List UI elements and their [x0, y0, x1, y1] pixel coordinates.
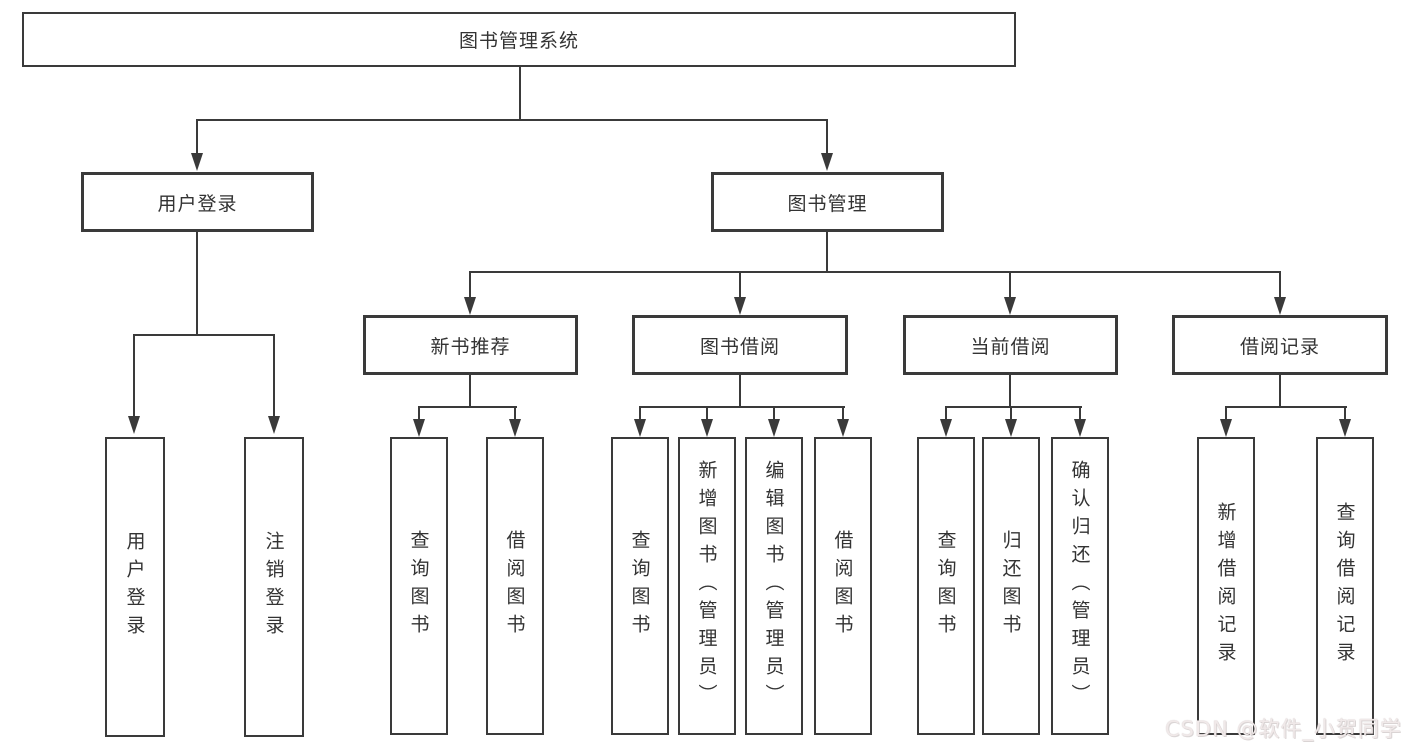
leaf-user-login: 用户登录	[105, 437, 165, 737]
arrow-down-icon	[1339, 419, 1351, 437]
connector-line	[469, 271, 1281, 273]
node-current-borrowing: 当前借阅	[903, 315, 1118, 375]
connector-line	[1279, 375, 1281, 407]
connector-line	[418, 406, 517, 408]
connector-line	[706, 406, 708, 420]
connector-line	[945, 406, 947, 420]
node-label: 图书管理系统	[458, 30, 579, 52]
arrow-down-icon	[701, 419, 713, 437]
leaf-label: 查询图书	[934, 530, 957, 642]
leaf-edit-book-admin: 编辑图书（管理员）	[745, 437, 803, 735]
leaf-borrow-books-borrowing: 借阅图书	[814, 437, 872, 735]
arrow-down-icon	[1005, 419, 1017, 437]
node-new-book-recommend: 新书推荐	[363, 315, 578, 375]
connector-line	[1225, 406, 1227, 420]
connector-line	[1010, 406, 1012, 420]
node-label: 当前借阅	[970, 335, 1051, 358]
leaf-logout-login: 注销登录	[244, 437, 304, 737]
leaf-label: 查询图书	[628, 530, 651, 642]
connector-line	[1009, 271, 1011, 297]
node-label: 新书推荐	[430, 335, 511, 358]
arrow-down-icon	[268, 416, 280, 434]
arrow-down-icon	[940, 419, 952, 437]
connector-line	[639, 406, 845, 408]
connector-line	[469, 375, 471, 407]
leaf-query-borrow-record: 查询借阅记录	[1316, 437, 1374, 735]
arrow-down-icon	[413, 419, 425, 437]
arrow-down-icon	[734, 297, 746, 315]
arrow-down-icon	[464, 297, 476, 315]
leaf-label: 编辑图书（管理员）	[762, 460, 785, 712]
arrow-down-icon	[634, 419, 646, 437]
connector-line	[519, 67, 521, 119]
connector-line	[739, 375, 741, 407]
node-label: 图书借阅	[699, 335, 780, 358]
arrow-down-icon	[1220, 419, 1232, 437]
leaf-query-books-current: 查询图书	[917, 437, 975, 735]
node-library-management-system: 图书管理系统	[22, 12, 1016, 67]
arrow-down-icon	[768, 419, 780, 437]
leaf-label: 归还图书	[999, 530, 1022, 642]
connector-line	[514, 406, 516, 420]
node-book-management: 图书管理	[711, 172, 944, 232]
leaf-query-books-recommend: 查询图书	[390, 437, 448, 735]
node-label: 借阅记录	[1239, 335, 1320, 358]
leaf-label: 借阅图书	[831, 530, 854, 642]
connector-line	[1079, 406, 1081, 420]
connector-line	[1279, 271, 1281, 297]
arrow-down-icon	[837, 419, 849, 437]
leaf-label: 新增借阅记录	[1214, 502, 1237, 670]
arrow-down-icon	[1004, 297, 1016, 315]
node-user-login: 用户登录	[81, 172, 314, 232]
connector-line	[739, 271, 741, 297]
arrow-down-icon	[509, 419, 521, 437]
connector-line	[639, 406, 641, 420]
arrow-down-icon	[1074, 419, 1086, 437]
leaf-label: 注销登录	[262, 531, 285, 643]
connector-line	[273, 334, 275, 416]
csdn-watermark: CSDN @软件_小贺同学	[1164, 717, 1402, 741]
connector-line	[826, 232, 828, 272]
connector-line	[945, 406, 1082, 408]
node-label: 用户登录	[157, 192, 238, 215]
connector-line	[133, 334, 275, 336]
leaf-confirm-return-admin: 确认归还（管理员）	[1051, 437, 1109, 735]
leaf-add-book-admin: 新增图书（管理员）	[678, 437, 736, 735]
connector-line	[842, 406, 844, 420]
node-borrowing-records: 借阅记录	[1172, 315, 1388, 375]
connector-line	[1344, 406, 1346, 420]
node-book-borrowing: 图书借阅	[632, 315, 848, 375]
connector-line	[196, 119, 828, 121]
leaf-label: 查询图书	[407, 530, 430, 642]
leaf-label: 确认归还（管理员）	[1068, 460, 1091, 712]
leaf-label: 查询借阅记录	[1333, 502, 1356, 670]
leaf-label: 用户登录	[123, 531, 146, 643]
connector-line	[196, 232, 198, 335]
arrow-down-icon	[821, 153, 833, 171]
connector-line	[826, 119, 828, 155]
arrow-down-icon	[191, 153, 203, 171]
connector-line	[1009, 375, 1011, 407]
leaf-add-borrow-record: 新增借阅记录	[1197, 437, 1255, 735]
node-label: 图书管理	[787, 192, 868, 215]
arrow-down-icon	[128, 416, 140, 434]
arrow-down-icon	[1274, 297, 1286, 315]
leaf-query-books-borrowing: 查询图书	[611, 437, 669, 735]
connector-line	[418, 406, 420, 420]
leaf-borrow-books-recommend: 借阅图书	[486, 437, 544, 735]
connector-line	[773, 406, 775, 420]
leaf-label: 新增图书（管理员）	[695, 460, 718, 712]
connector-line	[469, 271, 471, 297]
connector-line	[196, 119, 198, 155]
connector-line	[133, 334, 135, 416]
leaf-label: 借阅图书	[503, 530, 526, 642]
connector-line	[1225, 406, 1347, 408]
leaf-return-books: 归还图书	[982, 437, 1040, 735]
